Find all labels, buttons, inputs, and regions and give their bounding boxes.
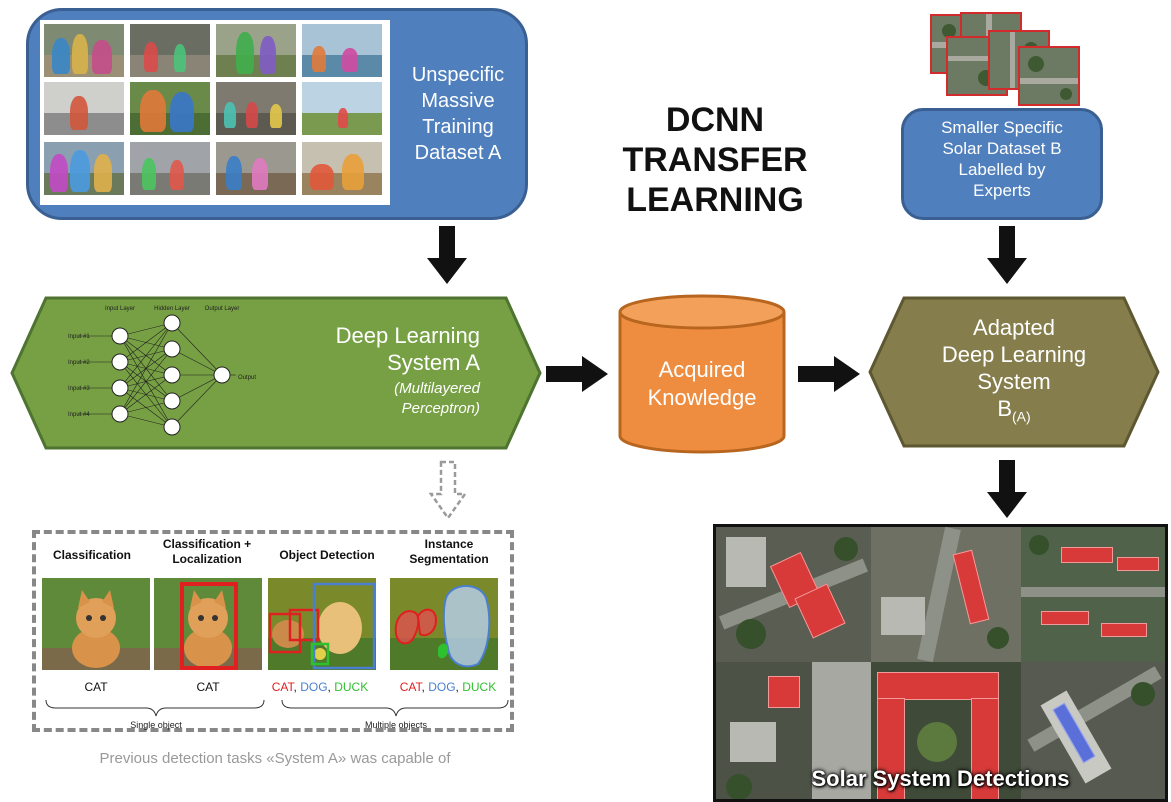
system-b-label: Adapted Deep Learning System B(A) [868, 314, 1160, 430]
network-connection [119, 348, 173, 415]
system-b-line: Adapted [973, 315, 1055, 340]
network-connection [119, 322, 173, 389]
task-title-instance-segmentation: Instance Segmentation [409, 537, 489, 566]
dataset-b-box [901, 108, 1103, 220]
task-title-localization: Classification + Localization [162, 537, 252, 566]
system-a-subtitle-line: Perceptron) [401, 400, 480, 417]
input-node [111, 379, 129, 397]
output-node [213, 366, 231, 384]
arrow-down-icon [427, 226, 467, 284]
hidden-node [163, 340, 181, 358]
arrow-right-icon [798, 356, 860, 392]
input-label: Input #2 [68, 360, 90, 366]
network-connection [119, 374, 173, 415]
detection-tasks-panel: Classification Classification + Localiza… [32, 530, 514, 732]
task-title-classification: Classification [52, 548, 132, 562]
title-line: TRANSFER [622, 141, 808, 179]
multiple-objects-label: Multiple objects [364, 720, 428, 730]
knowledge-label: Acquired Knowledge [618, 356, 786, 412]
tasks-caption: Previous detection tasks «System A» was … [99, 750, 451, 767]
system-b-subscript: (A) [1012, 408, 1031, 425]
classification-label: CAT [84, 680, 108, 694]
network-connection [119, 322, 173, 415]
diagram-title: DCNN TRANSFER LEARNING [600, 100, 830, 220]
system-b-symbol: B [997, 396, 1012, 421]
network-connection [119, 413, 173, 428]
output-label: Output [238, 375, 256, 381]
arrow-right-icon [546, 356, 608, 392]
dataset-a-label: Unspecific Massive Training Dataset A [388, 62, 528, 166]
network-connection [171, 374, 223, 428]
network-connection [119, 322, 173, 337]
arrow-down-icon [987, 460, 1027, 518]
solar-image-stack [930, 12, 1080, 108]
system-a-subtitle: (Multilayered Perceptron) [300, 379, 480, 419]
system-b-line: System [977, 369, 1051, 394]
dashed-arrow-down-icon [429, 460, 468, 521]
localization-label: CAT [196, 680, 220, 694]
system-a-hexagon [10, 296, 542, 450]
hidden-node [163, 314, 181, 332]
input-layer-label: Input Layer [105, 306, 135, 312]
object-detection-image [268, 578, 376, 670]
label-cat: CAT [399, 680, 422, 694]
system-b-line: Deep Learning [941, 342, 1087, 367]
system-a-title: Deep Learning System A [270, 322, 480, 376]
system-b-hexagon [868, 296, 1160, 448]
arrow-down-icon [987, 226, 1027, 284]
title-line: LEARNING [626, 181, 804, 219]
group-braces [45, 699, 509, 717]
input-node [111, 353, 129, 371]
input-label: Input #4 [68, 412, 90, 418]
mlp-network-diagram: Input Layer Hidden Layer Output Layer In… [68, 306, 256, 436]
dataset-b-line: Experts [973, 181, 1031, 200]
dataset-b-line: Solar Dataset B [942, 139, 1062, 158]
label-dog: DOG [300, 680, 328, 694]
hidden-layer-label: Hidden Layer [154, 306, 190, 312]
network-connection [119, 322, 173, 363]
solar-detections-label: Solar System Detections [811, 766, 1070, 791]
input-label: Input #1 [68, 334, 90, 340]
dataset-a-line: Dataset A [414, 142, 502, 164]
dataset-a-line: Unspecific [411, 64, 505, 86]
input-node [111, 405, 129, 423]
system-a-title-line: System A [387, 350, 480, 375]
system-a-title-line: Deep Learning [335, 323, 480, 348]
input-node [111, 327, 129, 345]
knowledge-cylinder [618, 294, 786, 454]
label-dog: DOG [428, 680, 456, 694]
solar-detections-collage [713, 524, 1168, 802]
label-cat: CAT [271, 680, 294, 694]
output-layer-label: Output Layer [205, 306, 240, 312]
knowledge-line: Knowledge [647, 385, 757, 410]
task-title-object-detection: Object Detection [279, 548, 375, 562]
system-b-symbol-line: B(A) [868, 395, 1160, 430]
instance-segmentation-image [390, 578, 498, 670]
network-connection [119, 400, 173, 415]
network-connection [171, 322, 223, 376]
system-a-subtitle-line: (Multilayered [394, 380, 480, 397]
segmentation-labels: CAT, DOG, DUCK [399, 680, 497, 694]
dataset-a-line: Training [422, 116, 494, 138]
title-line: DCNN [665, 101, 765, 139]
dataset-b-label: Smaller Specific Solar Dataset B Labelle… [901, 117, 1103, 201]
dataset-a-line: Massive [421, 90, 495, 112]
dataset-b-line: Smaller Specific [941, 118, 1063, 137]
detection-labels: CAT, DOG, DUCK [271, 680, 369, 694]
label-duck: DUCK [334, 680, 369, 694]
dataset-b-line: Labelled by [958, 160, 1046, 179]
hidden-node [163, 418, 181, 436]
cat-image [42, 578, 150, 670]
training-image-collage [40, 20, 390, 205]
network-connection [171, 348, 223, 376]
cat-localization-image [154, 578, 262, 670]
hidden-node [163, 392, 181, 410]
hidden-node [163, 366, 181, 384]
knowledge-line: Acquired [658, 357, 746, 382]
label-duck: DUCK [462, 680, 497, 694]
input-label: Input #3 [68, 386, 90, 392]
single-object-label: Single object [130, 720, 182, 730]
network-connection [171, 374, 223, 402]
